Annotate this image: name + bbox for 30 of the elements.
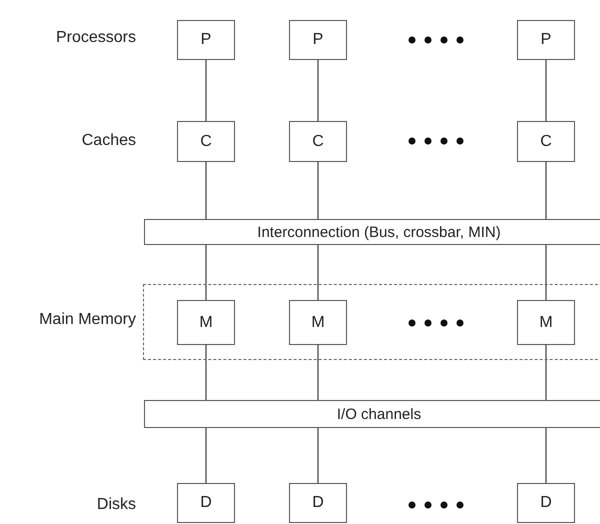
row-label: Disks bbox=[96, 496, 136, 514]
io-channels-bar: I/O channels bbox=[144, 400, 600, 428]
connector-line bbox=[545, 345, 547, 400]
connector-line bbox=[205, 162, 207, 219]
connector-line bbox=[205, 60, 207, 121]
memory-box: M bbox=[517, 300, 575, 345]
connector-line bbox=[317, 162, 319, 219]
processor-box: P bbox=[289, 20, 347, 60]
connector-line bbox=[545, 245, 547, 300]
connector-line bbox=[545, 428, 547, 483]
connector-line bbox=[205, 428, 207, 483]
cache-box: C bbox=[177, 121, 235, 162]
cache-box: C bbox=[289, 121, 347, 162]
row-label: Processors bbox=[56, 29, 136, 47]
memory-box: M bbox=[177, 300, 235, 345]
connector-line bbox=[317, 245, 319, 300]
connector-line bbox=[545, 60, 547, 121]
connector-line bbox=[317, 60, 319, 121]
processor-box: P bbox=[517, 20, 575, 60]
group-title: Main Memory bbox=[39, 311, 136, 329]
connector-line bbox=[317, 345, 319, 400]
interconnection-bar: Interconnection (Bus, crossbar, MIN) bbox=[144, 219, 600, 245]
memory-box: M bbox=[289, 300, 347, 345]
processor-box: P bbox=[177, 20, 235, 60]
connector-line bbox=[205, 345, 207, 400]
row-label: Caches bbox=[82, 132, 136, 150]
connector-line bbox=[317, 428, 319, 483]
connector-line bbox=[545, 162, 547, 219]
cache-box: C bbox=[517, 121, 575, 162]
connector-line bbox=[205, 245, 207, 300]
